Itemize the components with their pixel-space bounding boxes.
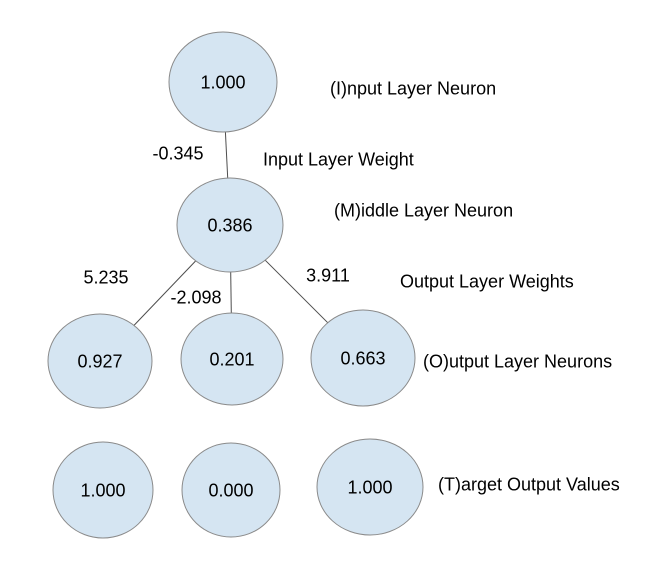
neuron-circle — [47, 313, 153, 409]
neuron-value: 0.000 — [208, 480, 253, 500]
neuron-value: 0.927 — [77, 351, 122, 371]
target-output-value-target-3: 1.000 — [316, 438, 424, 536]
input-layer-weight-label: Input Layer Weight — [263, 149, 414, 169]
target-output-values-label: (T)arget Output Values — [438, 474, 620, 494]
weight-label-middle-1-output-1: 5.235 — [83, 267, 128, 287]
neuron-value: 1.000 — [347, 477, 392, 497]
neuron-value: 1.000 — [200, 72, 245, 92]
weight-label-input-1-middle-1: -0.345 — [152, 143, 203, 163]
target-output-value-target-2: 0.000 — [181, 442, 281, 538]
target-output-value-target-1: 1.000 — [52, 441, 154, 539]
input-layer-neuron-input-1: 1.000 — [168, 31, 278, 133]
output-layer-weights-label: Output Layer Weights — [400, 271, 574, 291]
connection-line-input-1-middle-1 — [224, 131, 229, 179]
neuron-value: 0.663 — [340, 348, 385, 368]
neuron-circle — [181, 442, 281, 538]
neuron-circle — [168, 31, 278, 133]
output-layer-neuron-output-3: 0.663 — [310, 309, 416, 407]
neuron-circle — [176, 177, 284, 273]
output-layer-neuron-output-1: 0.927 — [47, 313, 153, 409]
neuron-circle — [310, 309, 416, 407]
input-layer-neuron-label: (I)nput Layer Neuron — [330, 78, 496, 98]
neuron-circle — [52, 441, 154, 539]
connection-line-middle-1-output-1 — [133, 260, 197, 326]
neuron-value: 0.201 — [209, 349, 254, 369]
connection-line-middle-1-output-2 — [230, 271, 232, 314]
neuron-circle — [180, 312, 284, 406]
output-layer-neuron-output-2: 0.201 — [180, 312, 284, 406]
neuron-value: 1.000 — [80, 480, 125, 500]
weight-label-middle-1-output-2: -2.098 — [170, 287, 221, 307]
neuron-value: 0.386 — [207, 215, 252, 235]
neuron-circle — [316, 438, 424, 536]
middle-layer-neuron-middle-1: 0.386 — [176, 177, 284, 273]
connection-line-middle-1-output-3 — [264, 259, 329, 324]
weight-label-middle-1-output-3: 3.911 — [306, 265, 350, 285]
output-layer-neurons-label: (O)utput Layer Neurons — [423, 351, 612, 371]
middle-layer-neuron-label: (M)iddle Layer Neuron — [334, 200, 513, 220]
